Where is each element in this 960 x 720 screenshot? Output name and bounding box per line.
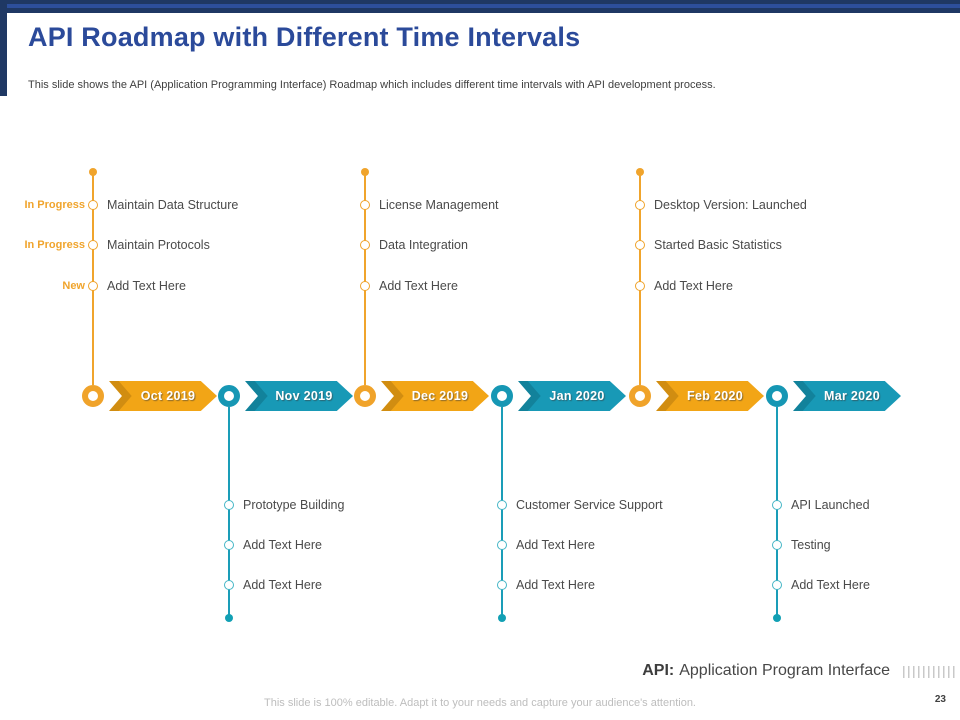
line-end-dot-icon — [361, 168, 369, 176]
acronym-term: API: — [642, 662, 675, 679]
item-node-icon — [635, 200, 645, 210]
item-node-icon — [224, 540, 234, 550]
timeline-item-text[interactable]: Add Text Here — [654, 279, 733, 293]
timeline-item-text[interactable]: Maintain Data Structure — [107, 198, 239, 212]
status-label: In Progress — [24, 199, 85, 211]
line-end-dot-icon — [89, 168, 97, 176]
top-accent-bar — [0, 0, 960, 13]
timeline-item-text[interactable]: Desktop Version: Launched — [654, 198, 807, 212]
timeline-marker-icon — [766, 385, 788, 407]
connector-line — [92, 172, 94, 385]
timeline-item-text[interactable]: Maintain Protocols — [107, 238, 210, 252]
connector-line — [228, 407, 230, 618]
item-node-icon — [360, 200, 370, 210]
timeline-item-text[interactable]: Add Text Here — [516, 538, 595, 552]
left-accent-bar — [0, 0, 7, 96]
acronym-definition: Application Program Interface — [679, 662, 890, 679]
timeline-marker-icon — [218, 385, 240, 407]
timeline-item-text[interactable]: Add Text Here — [791, 578, 870, 592]
item-node-icon — [497, 540, 507, 550]
status-label: In Progress — [24, 239, 85, 251]
timeline-item-text[interactable]: Data Integration — [379, 238, 468, 252]
month-banner[interactable]: Feb 2020 — [656, 381, 764, 411]
month-banner[interactable]: Mar 2020 — [793, 381, 901, 411]
connector-line — [364, 172, 366, 385]
timeline-item-text[interactable]: Started Basic Statistics — [654, 238, 782, 252]
timeline-marker-icon — [629, 385, 651, 407]
month-banner[interactable]: Oct 2019 — [109, 381, 217, 411]
page-title: API Roadmap with Different Time Interval… — [28, 22, 581, 52]
connector-line — [776, 407, 778, 618]
item-node-icon — [360, 281, 370, 291]
month-label: Nov 2019 — [275, 389, 333, 403]
timeline-item-text[interactable]: Add Text Here — [243, 538, 322, 552]
status-label: New — [62, 280, 85, 292]
item-node-icon — [497, 580, 507, 590]
month-label: Dec 2019 — [411, 389, 469, 403]
item-node-icon — [88, 240, 98, 250]
item-node-icon — [635, 240, 645, 250]
timeline-item-text[interactable]: Customer Service Support — [516, 498, 663, 512]
item-node-icon — [88, 200, 98, 210]
month-label: Feb 2020 — [687, 389, 743, 403]
timeline-item-text[interactable]: Add Text Here — [243, 578, 322, 592]
timeline-item-text[interactable]: License Management — [379, 198, 499, 212]
month-banner[interactable]: Nov 2019 — [245, 381, 353, 411]
slide-description: This slide shows the API (Application Pr… — [28, 79, 716, 91]
footer-note: This slide is 100% editable. Adapt it to… — [264, 697, 696, 709]
item-node-icon — [635, 281, 645, 291]
month-banner[interactable]: Dec 2019 — [381, 381, 489, 411]
timeline-item-text[interactable]: Add Text Here — [379, 279, 458, 293]
month-banner[interactable]: Jan 2020 — [518, 381, 626, 411]
acronym-note: API:Application Program Interface — [642, 662, 890, 680]
item-node-icon — [88, 281, 98, 291]
item-node-icon — [497, 500, 507, 510]
line-end-dot-icon — [773, 614, 781, 622]
item-node-icon — [360, 240, 370, 250]
line-end-dot-icon — [498, 614, 506, 622]
timeline-item-text[interactable]: Prototype Building — [243, 498, 345, 512]
timeline-marker-icon — [82, 385, 104, 407]
line-end-dot-icon — [225, 614, 233, 622]
timeline-marker-icon — [354, 385, 376, 407]
month-label: Jan 2020 — [549, 389, 605, 403]
timeline-item-text[interactable]: API Launched — [791, 498, 870, 512]
month-label: Mar 2020 — [824, 389, 880, 403]
item-node-icon — [772, 540, 782, 550]
ruler-ticks-icon — [903, 666, 955, 678]
line-end-dot-icon — [636, 168, 644, 176]
timeline-marker-icon — [491, 385, 513, 407]
item-node-icon — [772, 580, 782, 590]
item-node-icon — [772, 500, 782, 510]
connector-line — [501, 407, 503, 618]
item-node-icon — [224, 580, 234, 590]
month-label: Oct 2019 — [140, 389, 196, 403]
timeline-item-text[interactable]: Testing — [791, 538, 831, 552]
timeline-item-text[interactable]: Add Text Here — [107, 279, 186, 293]
connector-line — [639, 172, 641, 385]
timeline-item-text[interactable]: Add Text Here — [516, 578, 595, 592]
item-node-icon — [224, 500, 234, 510]
page-number: 23 — [934, 694, 946, 705]
